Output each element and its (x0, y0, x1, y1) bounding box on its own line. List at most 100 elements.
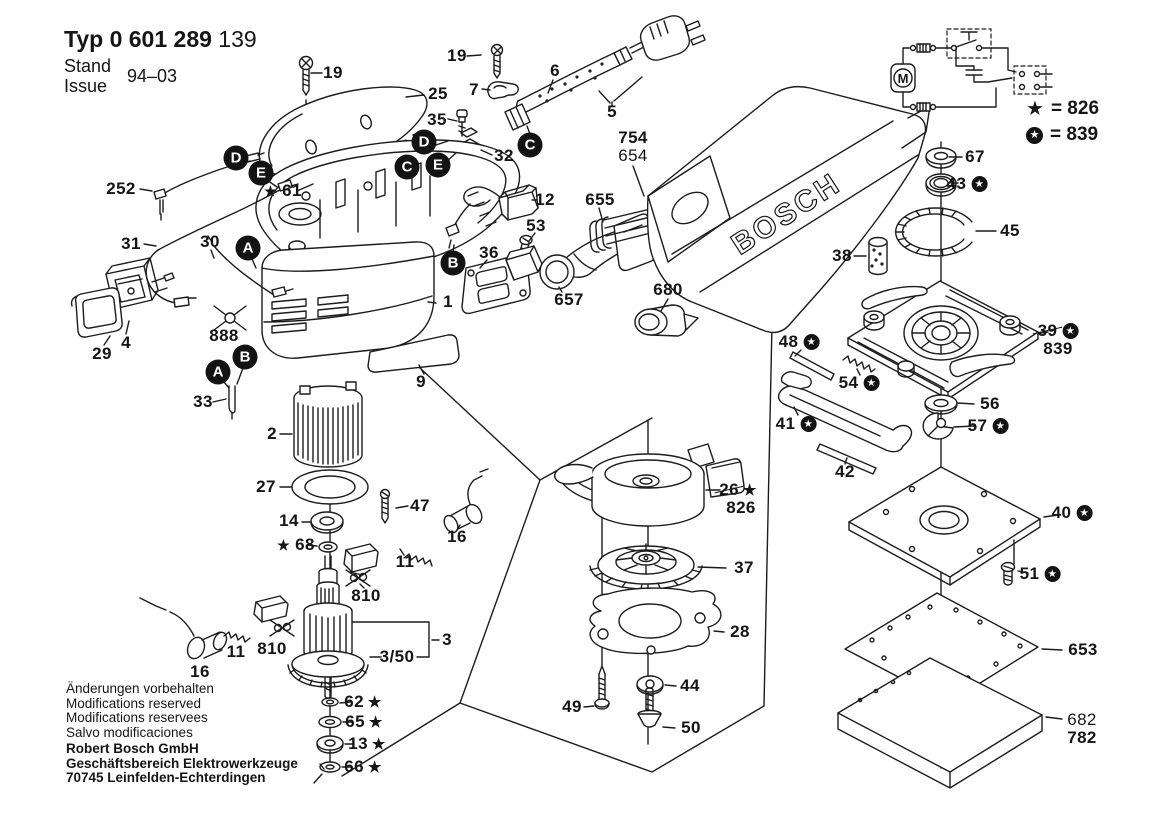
ring-part-27 (291, 469, 369, 505)
part-number: 33 (193, 392, 213, 411)
circled-star-icon: ★ (1026, 126, 1043, 144)
part-number: 48 (778, 332, 799, 351)
part-callout-11: 11 (227, 642, 246, 662)
assembly-marker-E: E (248, 160, 274, 186)
part-number: 38 (832, 246, 852, 265)
part-callout-62: 62★ (344, 692, 382, 712)
part-number: 50 (681, 718, 701, 737)
star-icon: ★ (367, 694, 382, 711)
eccentric-drum-part-26 (554, 443, 745, 527)
circled-star-icon: ★ (971, 176, 988, 192)
bearing-part-14 (310, 511, 344, 534)
type-label: Typ (64, 26, 104, 52)
type-number: 0 601 289 (109, 26, 212, 52)
part-callout-19: 19 (447, 46, 467, 66)
part-callout-26: 26★ (719, 480, 757, 500)
stator-part-2 (293, 381, 363, 468)
assembly-marker-E: E (425, 152, 451, 178)
circled-star-icon: ★ (1076, 505, 1093, 521)
top-cover-part-25 (258, 86, 428, 177)
part-callout-252: 252 (106, 179, 136, 199)
circled-star-icon: ★ (1062, 323, 1079, 339)
outlet-plate-part-36 (461, 245, 543, 315)
part-callout-826: 826 (726, 498, 756, 518)
part-callout-68: ★68 (277, 535, 315, 555)
part-number: 45 (1000, 221, 1020, 240)
dust-bag-part-754: BOSCH (646, 85, 931, 334)
part-number: 65 (345, 712, 365, 731)
part-number: 654 (618, 146, 648, 165)
assembly-marker-D: D (223, 145, 249, 171)
shaft-washers-62-65-13-66 (313, 697, 344, 784)
part-number: 19 (323, 63, 343, 82)
star-icon: ★ (1026, 98, 1044, 120)
part-callout-44: 44 (680, 676, 700, 696)
part-callout-37: 37 (734, 558, 754, 578)
part-callout-655: 655 (585, 190, 615, 210)
part-number: 62 (344, 692, 364, 711)
part-number: 16 (447, 527, 467, 546)
part-callout-6: 6 (550, 61, 560, 81)
company-line: 70745 Leinfelden-Echterdingen (66, 770, 266, 785)
assembly-marker-B: B (232, 344, 258, 370)
screw-part-19-left (298, 55, 314, 96)
circled-star-icon: ★ (863, 375, 880, 391)
part-number: 4 (121, 333, 131, 352)
part-callout-35: 35 (427, 110, 447, 130)
star-icon: ★ (367, 759, 382, 776)
part-callout-5: 5 (607, 102, 617, 122)
strip-part-48 (789, 351, 835, 381)
mark-888 (213, 305, 247, 331)
part-number: 27 (256, 477, 276, 496)
spring-part-54 (842, 355, 876, 373)
part-number: 28 (730, 622, 750, 641)
part-number: 3/50 (379, 647, 415, 666)
part-number: 67 (965, 147, 985, 166)
part-number: 57 (967, 416, 988, 435)
wire-part-252 (153, 152, 265, 221)
part-number: 682 (1067, 710, 1097, 729)
part-number: 26 (719, 480, 739, 499)
part-number: 1 (443, 292, 453, 311)
note-line: Änderungen vorbehalten (66, 681, 214, 696)
legend-star-value: = 826 (1050, 97, 1100, 119)
screw-part-47 (379, 488, 391, 524)
fan-part-37 (589, 543, 703, 590)
part-number: 40 (1051, 503, 1072, 522)
part-callout-25: 25 (428, 84, 448, 104)
part-number: 37 (734, 558, 754, 577)
part-callout-31: 31 (121, 234, 141, 254)
washer-part-68 (318, 541, 338, 553)
name-plate-part-9 (367, 334, 460, 373)
part-number: 51 (1019, 564, 1040, 583)
part-callout-33: 33 (193, 392, 213, 412)
part-number: 49 (562, 697, 582, 716)
issue-date: 94–03 (127, 66, 178, 86)
part-callout-14: 14 (279, 511, 299, 531)
part-callout-16: 16 (190, 662, 210, 682)
part-number: 36 (479, 243, 499, 262)
part-callout-7: 7 (469, 80, 479, 100)
part-callout-30: 30 (200, 232, 220, 252)
part-callout-888: 888 (209, 326, 239, 346)
part-callout-3-50: 3/50 (380, 647, 415, 667)
part-number: 653 (1068, 640, 1098, 659)
part-number: 6 (550, 61, 560, 80)
assembly-marker-C: C (517, 132, 543, 158)
part-callout-38: 38 (832, 246, 852, 266)
elbow-part-657 (539, 213, 656, 290)
brush-holder-lower-16 (139, 595, 295, 660)
bearing-part-43 (925, 173, 957, 197)
part-callout-65: 65★ (345, 712, 383, 732)
part-callout-11: 11 (396, 552, 415, 572)
part-callout-810: 810 (351, 586, 381, 606)
part-number: 41 (775, 414, 796, 433)
part-number: 39 (1037, 321, 1058, 340)
part-number: 44 (680, 676, 700, 695)
switch-cap-part-29 (70, 287, 123, 338)
sanding-sheet-part-682 (837, 657, 1043, 789)
screw-part-51 (1000, 561, 1016, 586)
part-callout-19: 19 (323, 63, 343, 83)
note-line: Modifications reservees (66, 710, 208, 725)
